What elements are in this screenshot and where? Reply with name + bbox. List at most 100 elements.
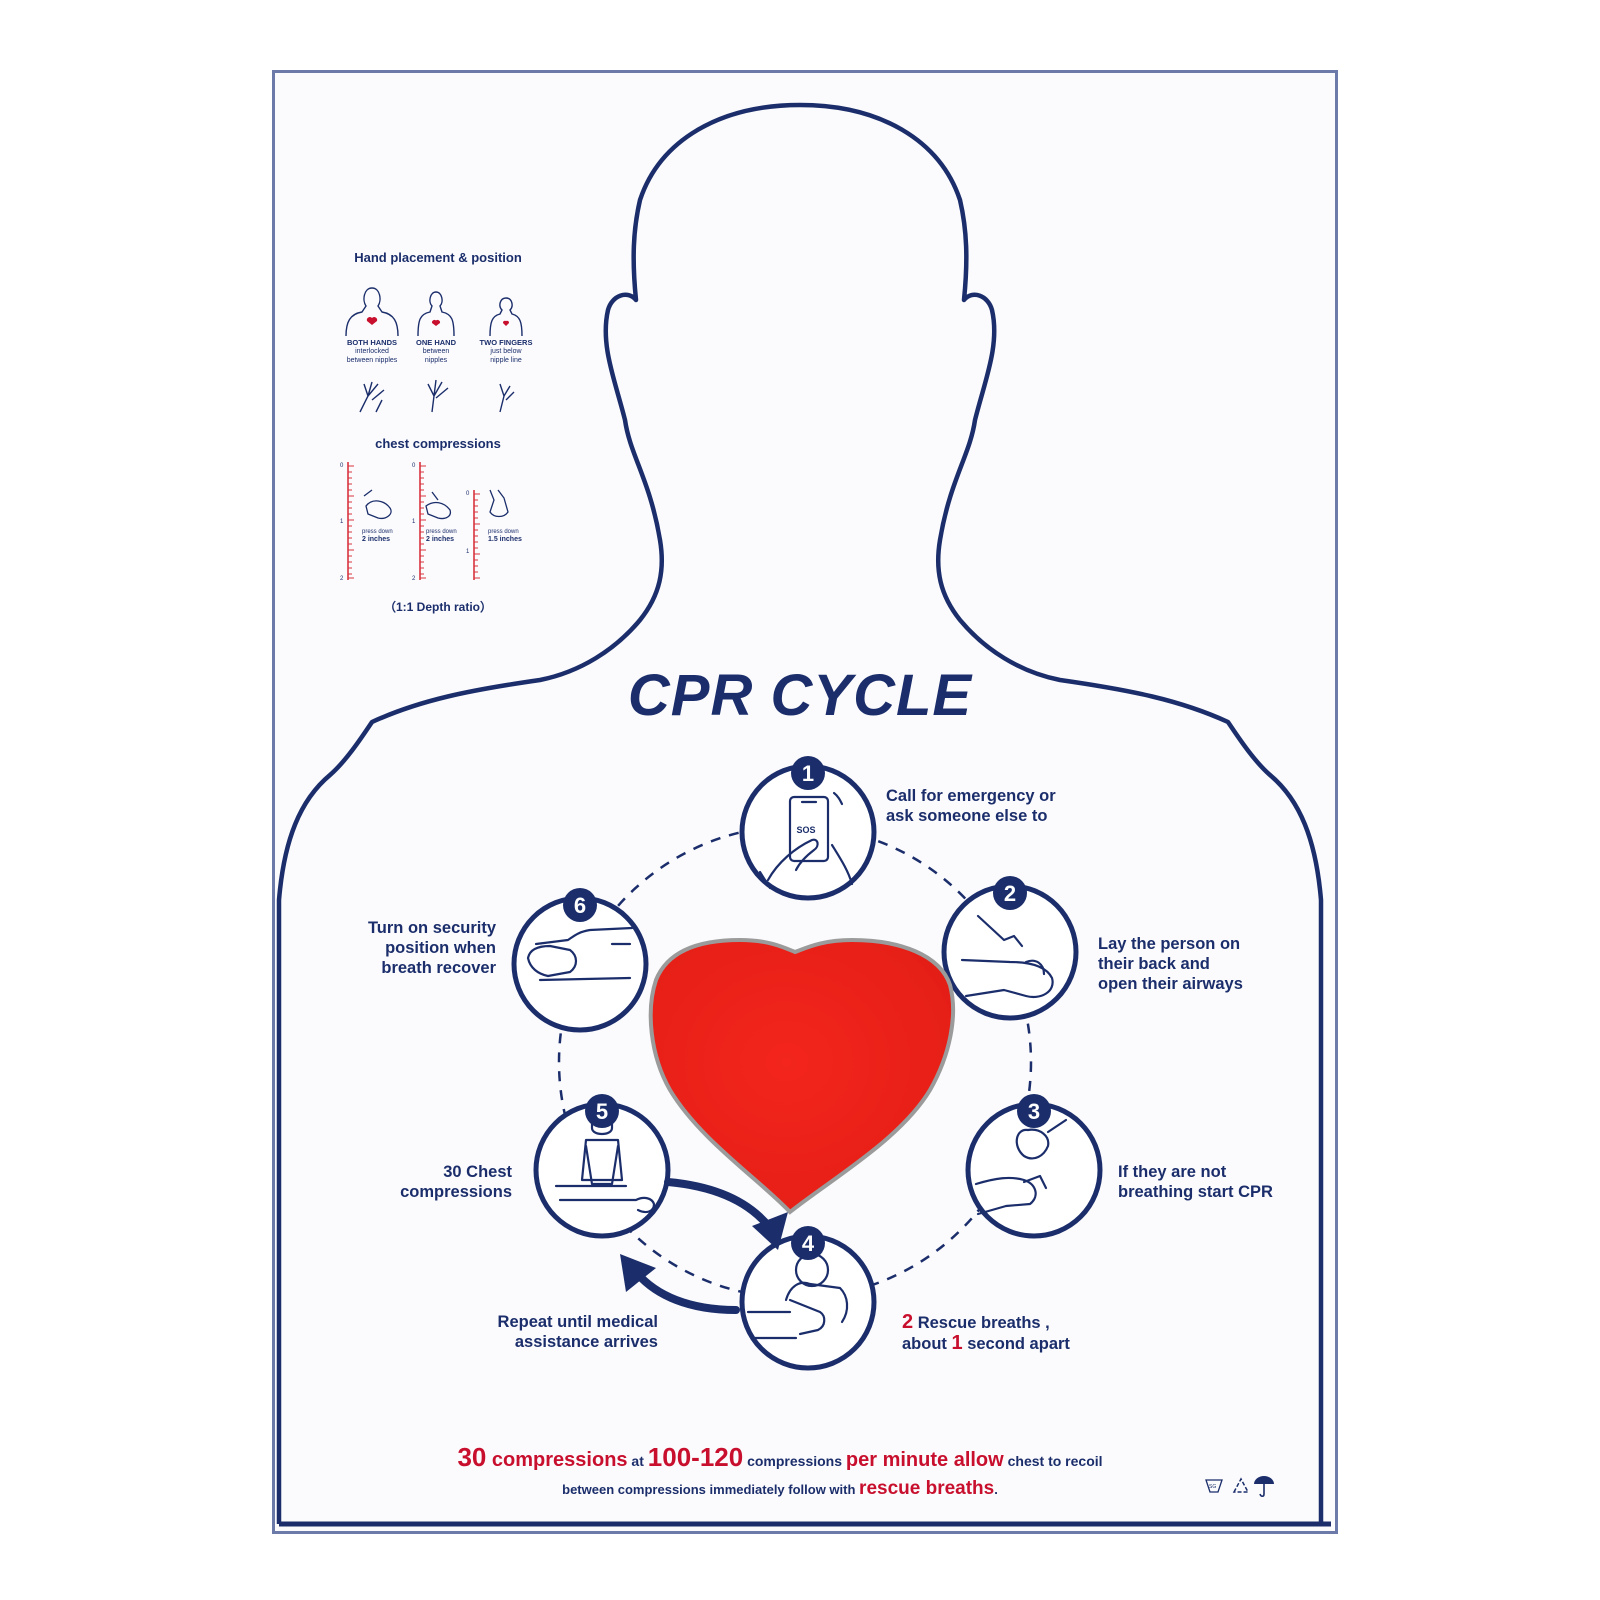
footer-segment: chest to recoil [1003, 1453, 1103, 1469]
step-1-description: Call for emergency or ask someone else t… [886, 786, 1146, 826]
step-line: breath recover [381, 959, 496, 977]
step-2-number: 2 [1004, 881, 1016, 906]
sos-screen-text: SOS [796, 825, 815, 835]
hand-column-desc-1: just below [490, 348, 522, 355]
step-line: open their airways [1098, 975, 1243, 993]
step-line: position when [385, 939, 496, 957]
hand-column-desc-2: nipple line [490, 357, 522, 364]
footer-segment: compressions [486, 1449, 628, 1471]
hand-column-both-hands: BOTH HANDS interlocked between nipples [332, 338, 412, 365]
body-silhouette [276, 102, 1324, 1524]
footer-line-1: 30 compressions at 100-120 compressions … [380, 1442, 1180, 1473]
ruler-ticks [348, 465, 480, 579]
step-line: about 1 second apart [902, 1333, 1142, 1354]
press-label: press down [362, 529, 393, 535]
heart-markers [366, 317, 510, 326]
step-line: 2 Rescue breaths , [902, 1312, 1142, 1333]
hand-placement-title: Hand placement & position [354, 250, 522, 265]
step-line: compressions [400, 1183, 512, 1201]
recovery-position-icon [526, 926, 634, 982]
hand-column-label: BOTH HANDS [347, 338, 397, 347]
step-line-text: about [902, 1335, 952, 1353]
hand-column-desc-1: between [422, 348, 450, 355]
hand-column-desc-2: nipples [424, 357, 448, 364]
accent-number: 2 [902, 1311, 914, 1333]
step-line: If they are not [1118, 1163, 1227, 1181]
ruler-3-caption: press down 1.5 inches [488, 528, 522, 544]
step-line: Turn on security [367, 919, 496, 937]
svg-text:SG: SG [1209, 1484, 1216, 1490]
footer-segment: 100-120 [647, 1442, 744, 1472]
page-title: CPR CYCLE [627, 663, 973, 728]
heart-shape [648, 937, 956, 1215]
step-4-number: 4 [802, 1231, 815, 1256]
hand-column-desc-2: between nipples [346, 357, 398, 364]
hand-column-desc-1: interlocked [355, 348, 389, 355]
step-line: Call for emergency or [886, 787, 1056, 805]
ruler-scale-labels: 012 012 01 [340, 463, 470, 582]
hand-placement-figures [345, 287, 523, 337]
chest-compression-icon [554, 1109, 656, 1214]
step-5-description: 30 Chest compressions [310, 1162, 512, 1202]
svg-text:1: 1 [466, 549, 470, 555]
step-line: their back and [1098, 955, 1210, 973]
recycle-icon [1232, 1477, 1250, 1493]
step-4-description: 2 Rescue breaths , about 1 second apart [902, 1312, 1142, 1354]
accent-number: 1 [951, 1332, 963, 1354]
svg-text:1: 1 [412, 519, 416, 525]
hand-column-label: TWO FINGERS [479, 338, 533, 347]
footer-segment: at [627, 1453, 648, 1469]
svg-text:0: 0 [466, 491, 470, 497]
depth-value: 2 inches [426, 536, 455, 543]
step-5-number: 5 [596, 1099, 608, 1124]
step-line: 30 Chest [443, 1163, 512, 1181]
step-6-description: Turn on security position when breath re… [290, 918, 496, 978]
hand-column-label: ONE HAND [415, 338, 456, 347]
footer-segment: between compressions immediately follow … [562, 1482, 860, 1497]
footer-segment: 30 [457, 1442, 487, 1472]
bowl-icon: SG [1205, 1479, 1223, 1493]
depth-value: 1.5 inches [488, 536, 522, 543]
step-badge-numbers: 1 2 3 4 5 6 [574, 761, 1040, 1256]
compression-hand-icons [363, 489, 509, 520]
repeat-line: Repeat until medical [497, 1313, 658, 1331]
depth-rulers [347, 462, 475, 580]
footer-segment: per minute allow [845, 1449, 1004, 1471]
press-label: press down [488, 529, 519, 535]
check-breathing-icon [974, 1118, 1068, 1216]
ruler-1-caption: press down 2 inches [362, 528, 393, 544]
step-line: ask someone else to [886, 807, 1048, 825]
hand-icons [359, 379, 515, 413]
phone-sos-icon [758, 791, 854, 890]
step-circles [511, 763, 1103, 1371]
arrow-5-to-4 [664, 1178, 788, 1250]
footer-line-2: between compressions immediately follow … [380, 1478, 1180, 1500]
hand-column-two-fingers: TWO FINGERS just below nipple line [466, 338, 546, 365]
svg-text:1: 1 [340, 519, 344, 525]
step-3-description: If they are not breathing start CPR [1118, 1162, 1318, 1202]
svg-text:2: 2 [412, 576, 416, 582]
press-label: press down [426, 529, 457, 535]
arrow-4-to-5-repeat [620, 1254, 740, 1314]
step-1-number: 1 [802, 761, 814, 786]
svg-text:0: 0 [412, 463, 416, 469]
step-badges [563, 756, 1051, 1260]
step-line: breathing start CPR [1118, 1183, 1273, 1201]
repeat-note: Repeat until medical assistance arrives [420, 1312, 658, 1352]
umbrella-icon [1254, 1476, 1274, 1498]
step-line-text: Rescue breaths , [913, 1314, 1050, 1332]
footer-segment: compressions [743, 1453, 846, 1469]
step-3-number: 3 [1028, 1099, 1040, 1124]
footer-segment: . [994, 1482, 998, 1497]
open-airway-icon [960, 914, 1054, 999]
footer-segment: rescue breaths [859, 1478, 995, 1499]
depth-ratio-note: （1:1 Depth ratio） [383, 600, 492, 614]
svg-text:2: 2 [340, 576, 344, 582]
hand-column-one-hand: ONE HAND between nipples [396, 338, 476, 365]
ruler-2-caption: press down 2 inches [426, 528, 457, 544]
chest-compressions-title: chest compressions [375, 436, 501, 451]
step-line: Lay the person on [1098, 935, 1241, 953]
depth-value: 2 inches [362, 536, 391, 543]
step-6-number: 6 [574, 893, 586, 918]
